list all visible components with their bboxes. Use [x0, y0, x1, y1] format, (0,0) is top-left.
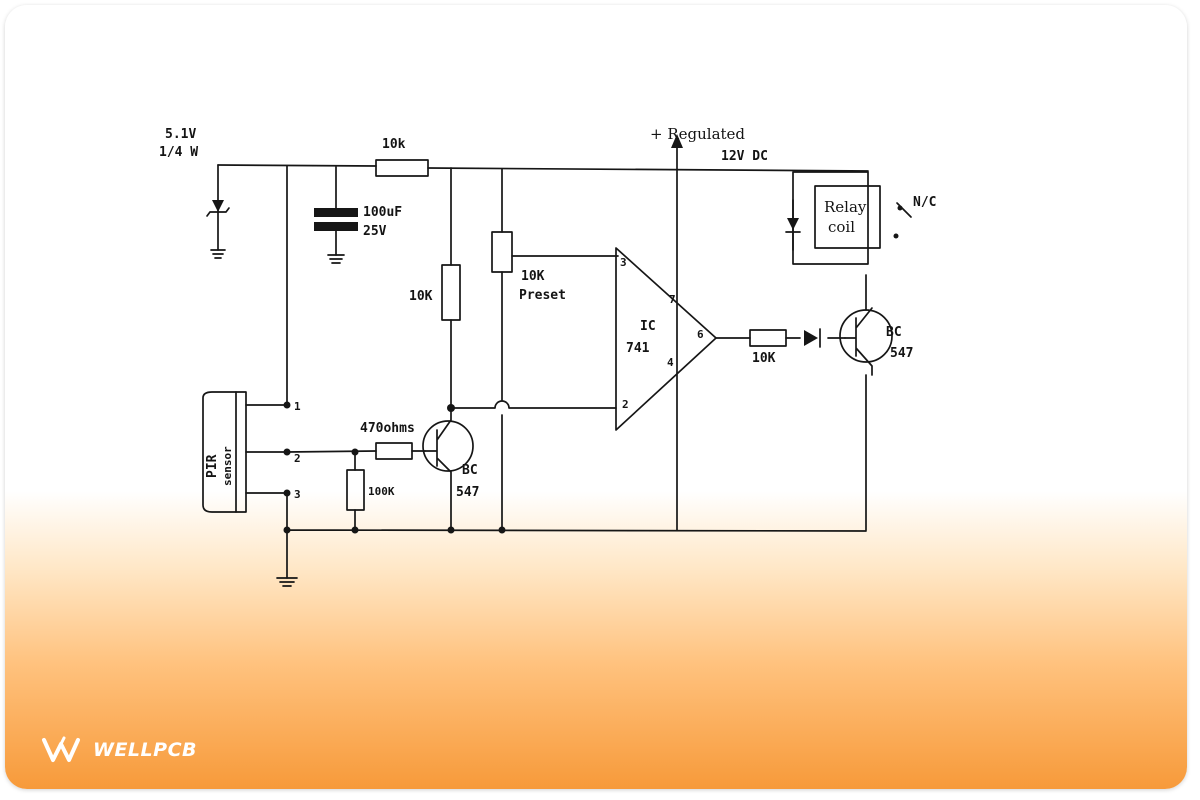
resistor-output-label: 10K — [752, 351, 776, 366]
capacitor-rating-label: 25V — [363, 224, 387, 239]
wellpcb-mark-icon — [42, 736, 80, 762]
opamp-inv-input-wire — [450, 400, 617, 409]
junction-pulldown — [351, 448, 359, 456]
pir-pin2-label: 2 — [294, 452, 301, 465]
top-rail — [217, 164, 869, 172]
resistor-collector — [441, 264, 461, 321]
resistor-base — [375, 442, 413, 460]
q1-type-label: BC — [462, 463, 478, 478]
opamp-pin2-label: 2 — [622, 398, 629, 411]
relay-contact — [893, 202, 912, 239]
supply-label: + Regulated — [650, 125, 745, 143]
transistor-q2 — [839, 274, 893, 376]
pir-pin1-dot — [283, 401, 291, 409]
resistor-top-label: 10k — [382, 137, 406, 152]
resistor-top — [375, 159, 429, 177]
q2-type-label: BC — [886, 325, 902, 340]
junction-ground-2 — [351, 526, 359, 534]
opamp-741 — [615, 247, 717, 431]
opamp-pin6-label: 6 — [697, 328, 704, 341]
preset-value-label: 10K — [521, 269, 545, 284]
resistor-output — [749, 329, 787, 347]
preset-type-label: Preset — [519, 288, 566, 303]
zener-diode — [206, 164, 230, 259]
pir-pin1-label: 1 — [294, 400, 301, 413]
junction-ground-4 — [498, 526, 506, 534]
q1-model-label: 547 — [456, 485, 479, 500]
capacitor-value-label: 100uF — [363, 205, 402, 220]
opamp-model-label: 741 — [626, 341, 650, 356]
resistor-collector-label: 10K — [409, 289, 433, 304]
resistor-pulldown — [346, 469, 365, 511]
pir-sensor — [202, 391, 288, 513]
opamp-ic-label: IC — [640, 319, 656, 334]
zener-power-label: 1/4 W — [159, 145, 198, 160]
preset-potentiometer — [491, 231, 513, 273]
q2-model-label: 547 — [890, 346, 913, 361]
relay-label-line2: coil — [828, 218, 855, 236]
supply-voltage-label: 12V DC — [721, 149, 768, 164]
wellpcb-logo-text: WELLPCB — [93, 739, 198, 761]
supply-arrow — [671, 134, 683, 148]
circuit-schematic: 5.1V 1/4 W 10k 100uF 25V 10K 10K Preset — [159, 125, 936, 587]
ground-rail — [286, 492, 867, 579]
diagram-card: 5.1V 1/4 W 10k 100uF 25V 10K 10K Preset — [5, 5, 1187, 789]
resistor-pulldown-label: 100K — [368, 485, 395, 498]
junction-ground-1 — [283, 526, 291, 534]
transistor-q1 — [422, 407, 474, 531]
junction-ground-3 — [447, 526, 455, 534]
capacitor — [314, 166, 358, 264]
wellpcb-logo: WELLPCB — [41, 733, 197, 767]
opamp-pin7-label: 7 — [669, 293, 676, 306]
pir-pin3-label: 3 — [294, 488, 301, 501]
opamp-pin3-label: 3 — [620, 256, 627, 269]
output-diode — [804, 328, 821, 348]
zener-voltage-label: 5.1V — [165, 127, 196, 142]
opamp-pin4-label: 4 — [667, 356, 674, 369]
relay — [785, 171, 881, 265]
relay-contact-label: N/C — [913, 195, 936, 210]
resistor-base-label: 470ohms — [360, 421, 415, 436]
pir-label: PIR — [205, 454, 220, 478]
pir-sublabel: sensor — [221, 446, 234, 486]
relay-label-line1: Relay — [824, 198, 867, 216]
ground-symbol — [276, 577, 298, 587]
